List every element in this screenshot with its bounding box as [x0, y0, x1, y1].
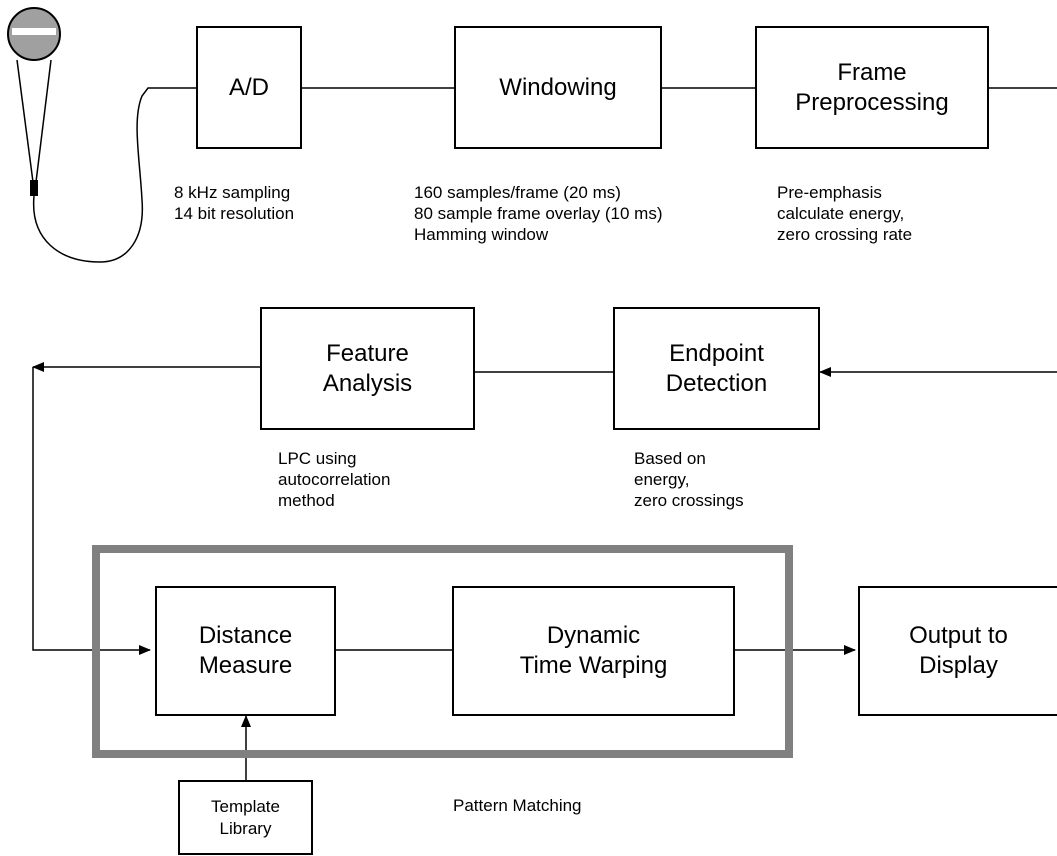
windowing-label: Windowing — [499, 73, 617, 101]
feature-analysis-note: LPC using autocorrelation method — [278, 449, 391, 510]
frame-preprocessing-label: Frame Preprocessing — [795, 58, 949, 116]
microphone-icon — [7, 7, 61, 196]
dynamic-time-warping-block: Dynamic Time Warping — [452, 586, 735, 716]
frame-preprocessing-block: Frame Preprocessing — [755, 26, 989, 149]
output-to-display-block: Output to Display — [858, 586, 1057, 716]
feature-analysis-label: Feature Analysis — [322, 339, 413, 397]
pattern-matching-caption: Pattern Matching — [453, 796, 582, 815]
ad-block: A/D — [196, 26, 302, 149]
endpoint-detection-label: Endpoint Detection — [665, 339, 768, 397]
pattern-matching-frame — [92, 545, 793, 758]
endpoint-detection-note: Based on energy, zero crossings — [634, 449, 744, 510]
endpoint-detection-block: Endpoint Detection — [613, 307, 820, 430]
connector-left-vertical — [32, 367, 151, 655]
windowing-block: Windowing — [454, 26, 662, 149]
distance-measure-block: Distance Measure — [155, 586, 336, 716]
feature-analysis-block: Feature Analysis — [260, 307, 475, 430]
output-to-display-label: Output to Display — [909, 622, 1008, 679]
microphone-cable — [32, 87, 196, 263]
template-library-label: Template Library — [211, 796, 280, 838]
windowing-note: 160 samples/frame (20 ms) 80 sample fram… — [414, 183, 663, 244]
ad-note: 8 kHz sampling 14 bit resolution — [174, 183, 295, 223]
ad-label: A/D — [228, 73, 269, 101]
distance-measure-label: Distance Measure — [198, 622, 293, 679]
dynamic-time-warping-label: Dynamic Time Warping — [519, 622, 668, 679]
template-library-block: Template Library — [178, 780, 313, 855]
frame-preprocessing-note: Pre-emphasis calculate energy, zero cros… — [777, 183, 913, 244]
